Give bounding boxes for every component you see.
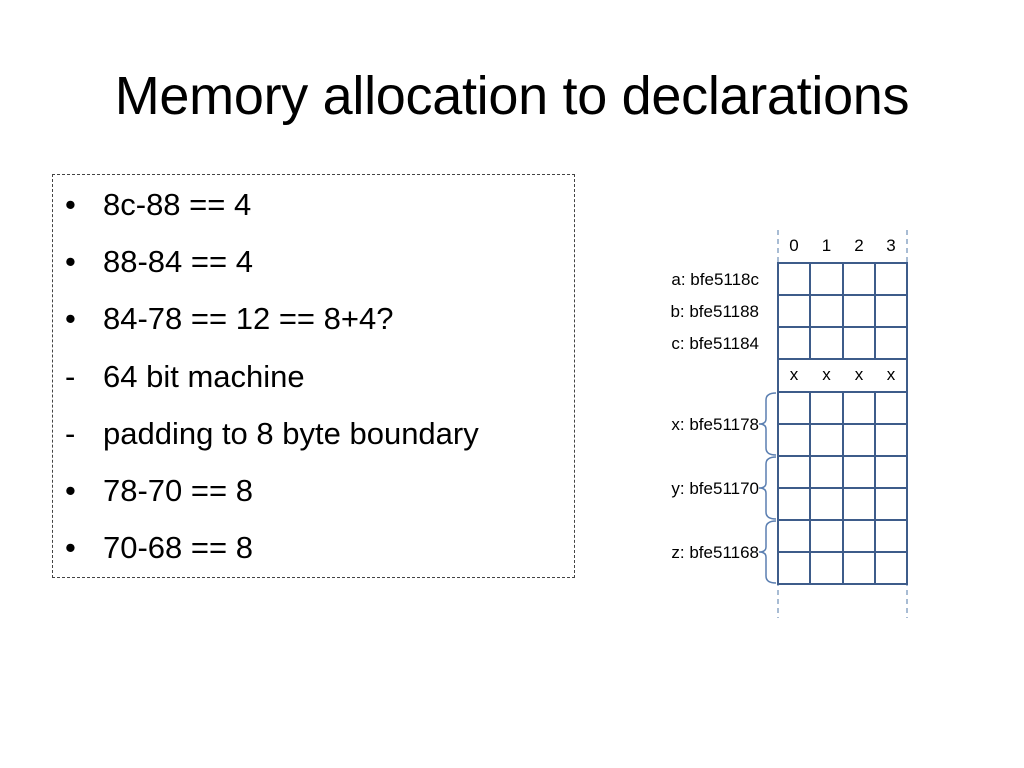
memory-byte-cell bbox=[777, 423, 811, 457]
variable-labels: a: bfe5118c b: bfe51188 c: bfe51184 x: bfe5… bbox=[670, 270, 759, 562]
variable-address-label: x: bfe51178 bbox=[671, 415, 759, 434]
bullet-marker: • bbox=[65, 530, 76, 565]
memory-byte-cell bbox=[777, 455, 811, 489]
variable-address-label: y: bfe51170 bbox=[671, 479, 759, 498]
variable-brace bbox=[758, 392, 777, 456]
dash-marker: - bbox=[65, 416, 76, 451]
memory-byte-cell bbox=[842, 551, 876, 585]
bullet-text: 8c-88 == 4 bbox=[103, 187, 252, 222]
byte-offset-header: 0 1 2 3 bbox=[789, 236, 895, 255]
memory-byte-cell bbox=[842, 519, 876, 553]
memory-byte-cell bbox=[809, 391, 844, 425]
variable-braces bbox=[758, 392, 777, 584]
bullet-text: padding to 8 byte boundary bbox=[103, 416, 479, 451]
memory-byte-cell bbox=[809, 423, 844, 457]
memory-byte-cell bbox=[842, 294, 876, 328]
memory-byte-cell bbox=[809, 455, 844, 489]
memory-byte-cell bbox=[777, 391, 811, 425]
variable-brace bbox=[758, 520, 777, 584]
memory-byte-cell bbox=[777, 551, 811, 585]
memory-byte-cell bbox=[874, 455, 908, 489]
memory-byte-cell bbox=[874, 326, 908, 360]
memory-byte-cell bbox=[842, 487, 876, 521]
memory-byte-cell bbox=[777, 294, 811, 328]
memory-byte-cell bbox=[842, 423, 876, 457]
variable-brace bbox=[758, 456, 777, 520]
bullet-text: 70-68 == 8 bbox=[103, 530, 253, 565]
bullet-list-box: • 8c-88 == 4 • 88-84 == 4 • 84-78 == 12 … bbox=[52, 174, 575, 578]
bullet-text: 88-84 == 4 bbox=[103, 244, 253, 279]
variable-address-label: b: bfe51188 bbox=[670, 302, 759, 321]
memory-byte-cell bbox=[809, 294, 844, 328]
bullet-text: 64 bit machine bbox=[103, 359, 305, 394]
memory-byte-cell bbox=[874, 519, 908, 553]
memory-grid bbox=[777, 262, 908, 585]
memory-byte-cell bbox=[777, 519, 811, 553]
padding-byte-mark: x bbox=[790, 365, 799, 384]
byte-offset-label: 3 bbox=[886, 236, 895, 255]
memory-byte-cell bbox=[874, 294, 908, 328]
bullet-marker: • bbox=[65, 187, 76, 222]
memory-byte-cell bbox=[809, 487, 844, 521]
bullet-marker: • bbox=[65, 473, 76, 508]
memory-byte-cell bbox=[777, 487, 811, 521]
memory-byte-cell bbox=[842, 455, 876, 489]
variable-address-label: z: bfe51168 bbox=[671, 543, 759, 562]
dash-marker: - bbox=[65, 359, 76, 394]
memory-byte-cell bbox=[809, 519, 844, 553]
memory-byte-cell bbox=[842, 326, 876, 360]
byte-offset-label: 1 bbox=[822, 236, 831, 255]
memory-byte-cell bbox=[842, 262, 876, 296]
memory-byte-cell bbox=[777, 326, 811, 360]
byte-offset-label: 0 bbox=[789, 236, 798, 255]
padding-byte-mark: x bbox=[822, 365, 831, 384]
byte-offset-label: 2 bbox=[854, 236, 863, 255]
padding-byte-mark: x bbox=[887, 365, 896, 384]
memory-byte-cell bbox=[809, 262, 844, 296]
memory-byte-cell bbox=[874, 262, 908, 296]
bullet-marker: • bbox=[65, 301, 76, 336]
memory-byte-cell bbox=[874, 551, 908, 585]
bullet-marker: • bbox=[65, 244, 76, 279]
memory-byte-cell bbox=[842, 391, 876, 425]
memory-byte-cell bbox=[809, 326, 844, 360]
variable-address-label: a: bfe5118c bbox=[671, 270, 759, 289]
memory-byte-cell bbox=[874, 487, 908, 521]
slide-title: Memory allocation to declarations bbox=[114, 66, 910, 126]
bullet-text: 78-70 == 8 bbox=[103, 473, 253, 508]
memory-byte-cell bbox=[874, 391, 908, 425]
variable-address-label: c: bfe51184 bbox=[671, 334, 759, 353]
memory-byte-cell bbox=[874, 423, 908, 457]
padding-row-outline bbox=[777, 358, 908, 393]
memory-byte-cell bbox=[777, 262, 811, 296]
bullet-text: 84-78 == 12 == 8+4? bbox=[103, 301, 394, 336]
padding-byte-mark: x bbox=[855, 365, 864, 384]
memory-byte-cell bbox=[809, 551, 844, 585]
